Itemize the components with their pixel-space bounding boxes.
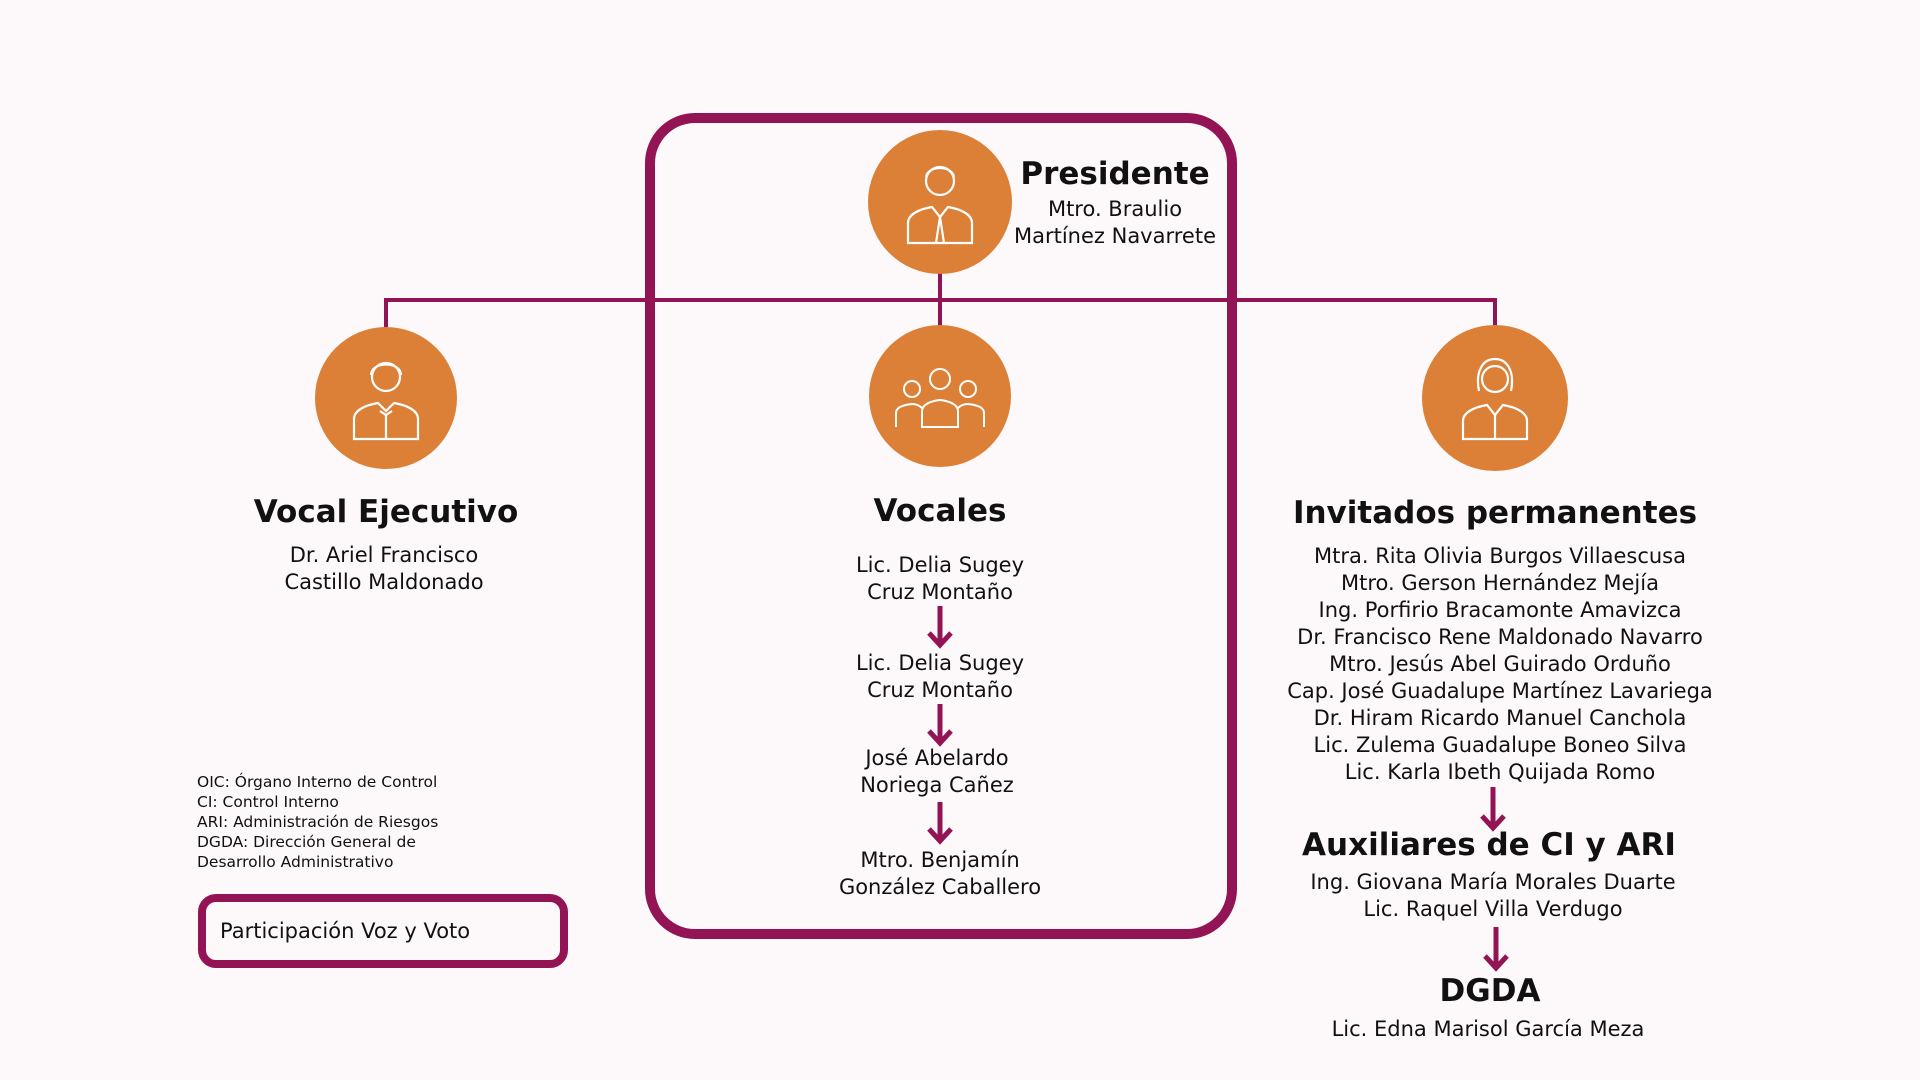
dgda-name: Lic. Edna Marisol García Meza <box>1331 1017 1645 1041</box>
legend-line: ARI: Administración de Riesgos <box>197 813 439 831</box>
name-line: Dr. Hiram Ricardo Manuel Canchola <box>1313 706 1687 730</box>
invitados-avatar <box>1422 325 1568 471</box>
name-line: Mtra. Rita Olivia Burgos Villaescusa <box>1313 544 1686 568</box>
arrow-down-icon <box>927 802 953 845</box>
name-line: Ing. Porfirio Bracamonte Amavizca <box>1318 598 1682 622</box>
legend-line: DGDA: Dirección General de <box>197 833 416 851</box>
vocal-ejecutivo-title: Vocal Ejecutivo <box>253 494 519 530</box>
vocal-ejecutivo-names: Dr. Ariel Francisco Castillo Maldonado <box>284 542 483 596</box>
connector-president <box>938 270 942 326</box>
presidente-names: Mtro. Braulio Martínez Navarrete <box>1014 196 1216 250</box>
invitados-list: Mtra. Rita Olivia Burgos Villaescusa Mtr… <box>1287 543 1713 786</box>
legend-line: Desarrollo Administrativo <box>197 853 394 871</box>
arrow-down-icon <box>1480 787 1506 832</box>
name-line: José Abelardo <box>865 746 1009 770</box>
invitados-title: Invitados permanentes <box>1292 495 1698 531</box>
name-line: González Caballero <box>838 875 1042 899</box>
vocales-avatar <box>869 325 1011 467</box>
auxiliares-title: Auxiliares de CI y ARI <box>1302 827 1676 863</box>
voz-y-voto-legend-box: Participación Voz y Voto <box>198 894 568 968</box>
name-line: Lic. Delia Sugey <box>855 553 1025 577</box>
vocal-member: Lic. Delia Sugey Cruz Montaño <box>856 650 1024 704</box>
voz-y-voto-label: Participación Voz y Voto <box>220 919 471 943</box>
arrow-down-icon <box>927 606 953 649</box>
name-line: Mtro. Gerson Hernández Mejía <box>1341 571 1659 595</box>
vocal-ejecutivo-avatar <box>315 327 457 469</box>
dgda-title: DGDA <box>1439 973 1541 1009</box>
presidente-title: Presidente <box>1020 156 1210 192</box>
man-icon <box>906 165 974 245</box>
name-line: Cruz Montaño <box>867 580 1013 604</box>
name-line: Mtro. Benjamín <box>860 848 1020 872</box>
woman-icon <box>1461 357 1529 441</box>
presidente-name-line: Martínez Navarrete <box>1013 224 1217 248</box>
name-line: Castillo Maldonado <box>284 570 484 594</box>
vocales-title: Vocales <box>873 493 1007 529</box>
group-icon <box>895 368 985 428</box>
connector-vocal-ejecutivo <box>384 298 388 328</box>
presidente-name-line: Mtro. Braulio <box>1047 197 1183 221</box>
man-icon <box>352 361 420 441</box>
abbreviations-legend: OIC: Órgano Interno de Control CI: Contr… <box>197 772 438 872</box>
presidente-avatar <box>868 130 1012 274</box>
auxiliares-list: Ing. Giovana María Morales Duarte Lic. R… <box>1310 869 1675 923</box>
connector-invitados <box>1493 298 1497 328</box>
name-line: Dr. Ariel Francisco <box>289 543 479 567</box>
name-line: Dr. Francisco Rene Maldonado Navarro <box>1297 625 1703 649</box>
voz-y-voto-frame <box>645 113 1237 939</box>
legend-line: CI: Control Interno <box>197 793 339 811</box>
name-line: Lic. Raquel Villa Verdugo <box>1363 897 1623 921</box>
name-line: Mtro. Jesús Abel Guirado Orduño <box>1329 652 1671 676</box>
vocal-member: José Abelardo Noriega Cañez <box>860 745 1014 799</box>
arrow-down-icon <box>1483 927 1509 972</box>
vocal-member: Mtro. Benjamín González Caballero <box>839 847 1041 901</box>
arrow-down-icon <box>927 704 953 747</box>
name-line: Noriega Cañez <box>860 773 1014 797</box>
name-line: Lic. Zulema Guadalupe Boneo Silva <box>1313 733 1687 757</box>
name-line: Cap. José Guadalupe Martínez Lavariega <box>1287 679 1713 703</box>
name-line: Ing. Giovana María Morales Duarte <box>1310 870 1676 894</box>
vocal-member: Lic. Delia Sugey Cruz Montaño <box>856 552 1024 606</box>
name-line: Lic. Delia Sugey <box>855 651 1025 675</box>
name-line: Cruz Montaño <box>867 678 1013 702</box>
legend-line: OIC: Órgano Interno de Control <box>197 773 438 791</box>
name-line: Lic. Karla Ibeth Quijada Romo <box>1344 760 1656 784</box>
